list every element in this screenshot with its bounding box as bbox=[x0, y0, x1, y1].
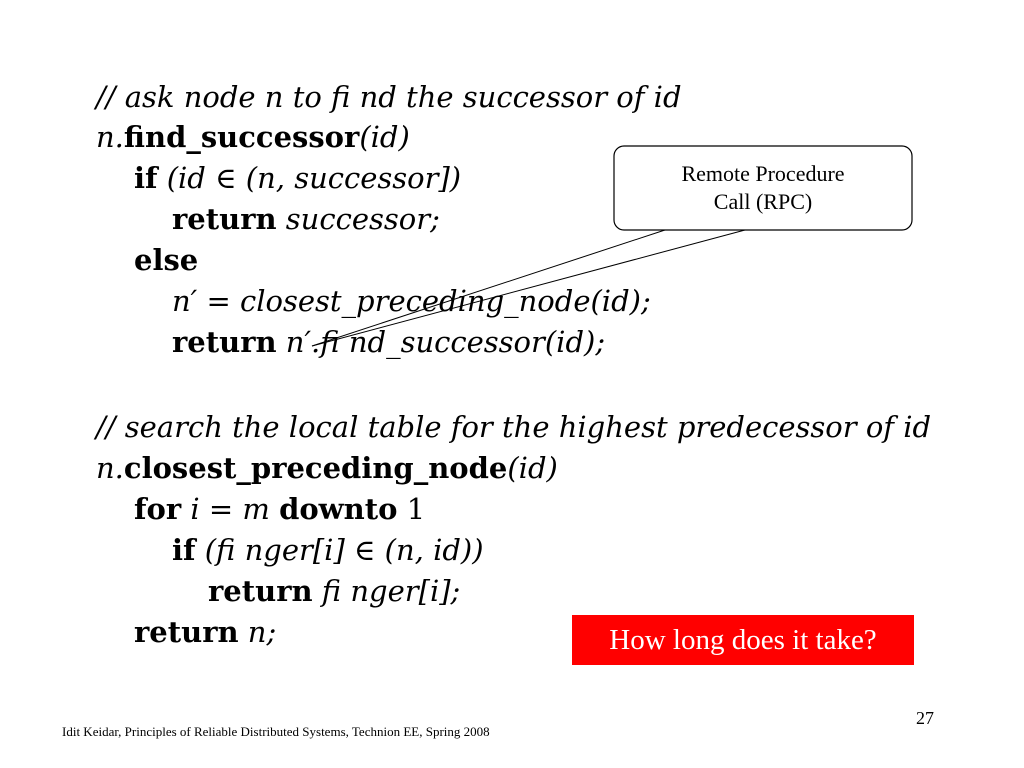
proc-signature-find-successor: n.find_successor(id) bbox=[96, 120, 410, 154]
sig-function-name: find_successor bbox=[123, 120, 360, 154]
slide-footer: Idit Keidar, Principles of Reliable Dist… bbox=[62, 724, 490, 739]
comment-closest-preceding: // search the local table for the highes… bbox=[96, 410, 932, 444]
code-for-loop: for i = m downto 1 bbox=[134, 492, 425, 526]
keyword-if: if bbox=[172, 533, 196, 567]
if-finger-condition: (fi nger[i] ∈ (n, id)) bbox=[195, 533, 484, 567]
return-finger: fi nger[i]; bbox=[312, 574, 461, 608]
code-return-finger: return fi nger[i]; bbox=[208, 574, 460, 608]
callout-line-2: Call (RPC) bbox=[713, 189, 813, 214]
keyword-return: return bbox=[208, 574, 313, 608]
return-value: successor; bbox=[276, 202, 440, 236]
keyword-return: return bbox=[172, 202, 277, 236]
code-if-line: if (id ∈ (n, successor]) bbox=[134, 161, 461, 195]
keyword-downto: downto bbox=[279, 492, 398, 526]
sig-args: (id) bbox=[359, 120, 410, 154]
sig-function-name: closest_preceding_node bbox=[123, 451, 508, 485]
page-number: 27 bbox=[916, 708, 934, 728]
code-assign-closest: n′ = closest_preceding_node(id); bbox=[172, 284, 651, 318]
keyword-if: if bbox=[134, 161, 158, 195]
loop-var: i = m bbox=[181, 492, 280, 526]
keyword-return: return bbox=[172, 325, 277, 359]
comment-find-successor: // ask node n to fi nd the successor of … bbox=[96, 80, 682, 114]
sig-args: (id) bbox=[507, 451, 558, 485]
question-box: How long does it take? bbox=[572, 615, 914, 665]
code-return-successor: return successor; bbox=[172, 202, 440, 236]
callout-line-1: Remote Procedure bbox=[681, 161, 845, 186]
code-return-rpc: return n′.fi nd_successor(id); bbox=[172, 325, 605, 359]
rpc-callout: Remote Procedure Call (RPC) bbox=[614, 146, 912, 230]
code-return-n: return n; bbox=[134, 615, 276, 649]
proc-signature-closest-preceding: n.closest_preceding_node(id) bbox=[96, 451, 558, 485]
keyword-else: else bbox=[134, 243, 199, 277]
sig-prefix: n. bbox=[96, 120, 124, 154]
code-if-finger: if (fi nger[i] ∈ (n, id)) bbox=[172, 533, 484, 567]
if-condition: (id ∈ (n, successor]) bbox=[157, 161, 462, 195]
loop-end: 1 bbox=[397, 492, 426, 526]
return-n: n; bbox=[238, 615, 277, 649]
keyword-for: for bbox=[134, 492, 182, 526]
keyword-return: return bbox=[134, 615, 239, 649]
return-rpc-call: n′.fi nd_successor(id); bbox=[276, 325, 606, 359]
sig-prefix: n. bbox=[96, 451, 124, 485]
